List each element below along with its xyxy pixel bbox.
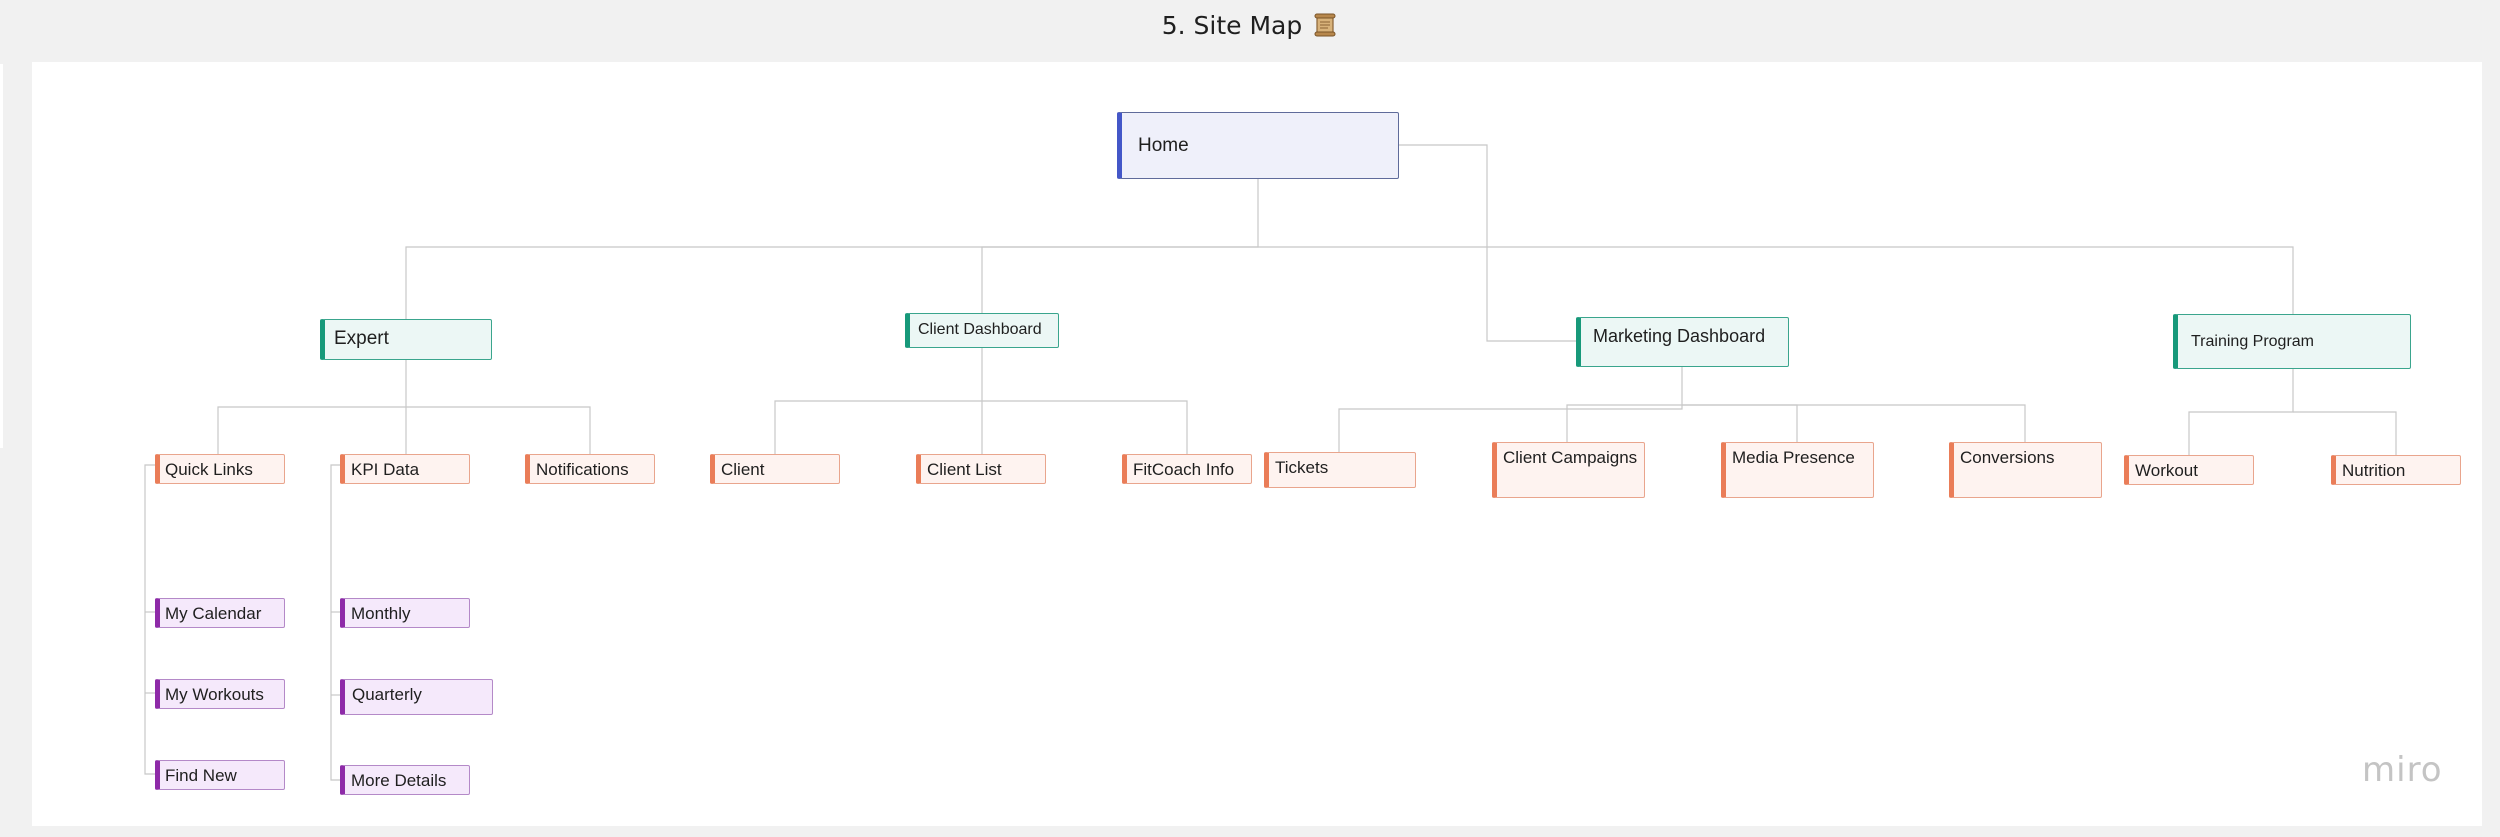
node-label: Client [721,460,765,479]
node-label: KPI Data [351,460,420,479]
node-label: More Details [351,771,447,790]
node-media-presence[interactable]: Media Presence [1721,442,1874,498]
node-my-workouts[interactable]: My Workouts [155,679,285,709]
node-label: Nutrition [2342,461,2406,480]
node-workout[interactable]: Workout [2124,455,2254,485]
node-client-dashboard[interactable]: Client Dashboard [905,313,1059,348]
node-find-new[interactable]: Find New [155,760,285,790]
node-training-program[interactable]: Training Program [2173,314,2411,369]
node-my-calendar[interactable]: My Calendar [155,598,285,628]
connector-marketing-media [1682,404,1798,442]
connector-home-bus [405,177,1259,319]
connector-marketing-conversions [1682,404,2026,442]
node-home[interactable]: Home [1117,112,1399,179]
node-label: Client Dashboard [918,321,1042,338]
node-label: Training Program [2191,333,2315,350]
connector-home-marketing [1398,144,1578,342]
node-label: Client Campaigns [1503,448,1638,467]
connector-home-client-dashboard [981,246,1258,313]
connector-kpi-sub [330,464,340,781]
node-label: Conversions [1960,448,2055,467]
connector-quicklinks-sub [144,464,155,775]
connector-lines [144,144,2397,781]
node-label: Expert [334,328,389,349]
connector-expert-bus [217,360,407,454]
node-label: Quarterly [352,685,422,704]
scroll-icon [1314,13,1336,37]
page-title: 5. Site Map [0,8,2500,44]
node-more-details[interactable]: More Details [340,765,470,795]
miro-logo: miro [2362,750,2443,790]
node-monthly[interactable]: Monthly [340,598,470,628]
node-kpi-data[interactable]: KPI Data [340,454,470,484]
node-fitcoach-info[interactable]: FitCoach Info [1122,454,1252,484]
connector-marketing-campaigns [1566,404,1682,442]
node-client-list[interactable]: Client List [916,454,1046,484]
node-label: Marketing Dashboard [1593,326,1766,346]
node-label: Client List [927,460,1002,479]
node-tickets[interactable]: Tickets [1264,452,1416,488]
node-client[interactable]: Client [710,454,840,484]
node-label: FitCoach Info [1133,460,1235,479]
node-label: Find New [165,766,237,785]
node-nutrition[interactable]: Nutrition [2331,455,2461,485]
node-label: Monthly [351,604,411,623]
node-client-campaigns[interactable]: Client Campaigns [1492,442,1645,498]
node-expert[interactable]: Expert [320,319,492,360]
connector-marketing-bus [1338,367,1683,452]
node-marketing-dashboard[interactable]: Marketing Dashboard [1576,317,1789,367]
node-notifications[interactable]: Notifications [525,454,655,484]
node-label: Notifications [536,460,629,479]
node-label: My Workouts [165,685,264,704]
node-conversions[interactable]: Conversions [1949,442,2102,498]
node-label: Home [1138,135,1189,156]
node-quarterly[interactable]: Quarterly [340,679,493,715]
node-quick-links[interactable]: Quick Links [155,454,285,484]
page-title-text: 5. Site Map [1161,11,1303,40]
connector-clientdash-bus [774,348,983,454]
connector-expert-notifications [406,406,591,454]
node-label: Tickets [1275,458,1329,477]
board-canvas[interactable]: Home Expert Client Dashboard Marketing D… [32,62,2482,826]
node-label: Quick Links [165,460,253,479]
node-label: Media Presence [1732,448,1855,467]
connector-clientdash-info [982,400,1188,454]
connector-home-training [1258,246,2294,314]
connector-training-bus [2188,369,2294,455]
left-panel-edge [0,64,3,448]
connector-training-nutrition [2293,411,2397,455]
node-label: Workout [2135,461,2198,480]
node-label: My Calendar [165,604,262,623]
